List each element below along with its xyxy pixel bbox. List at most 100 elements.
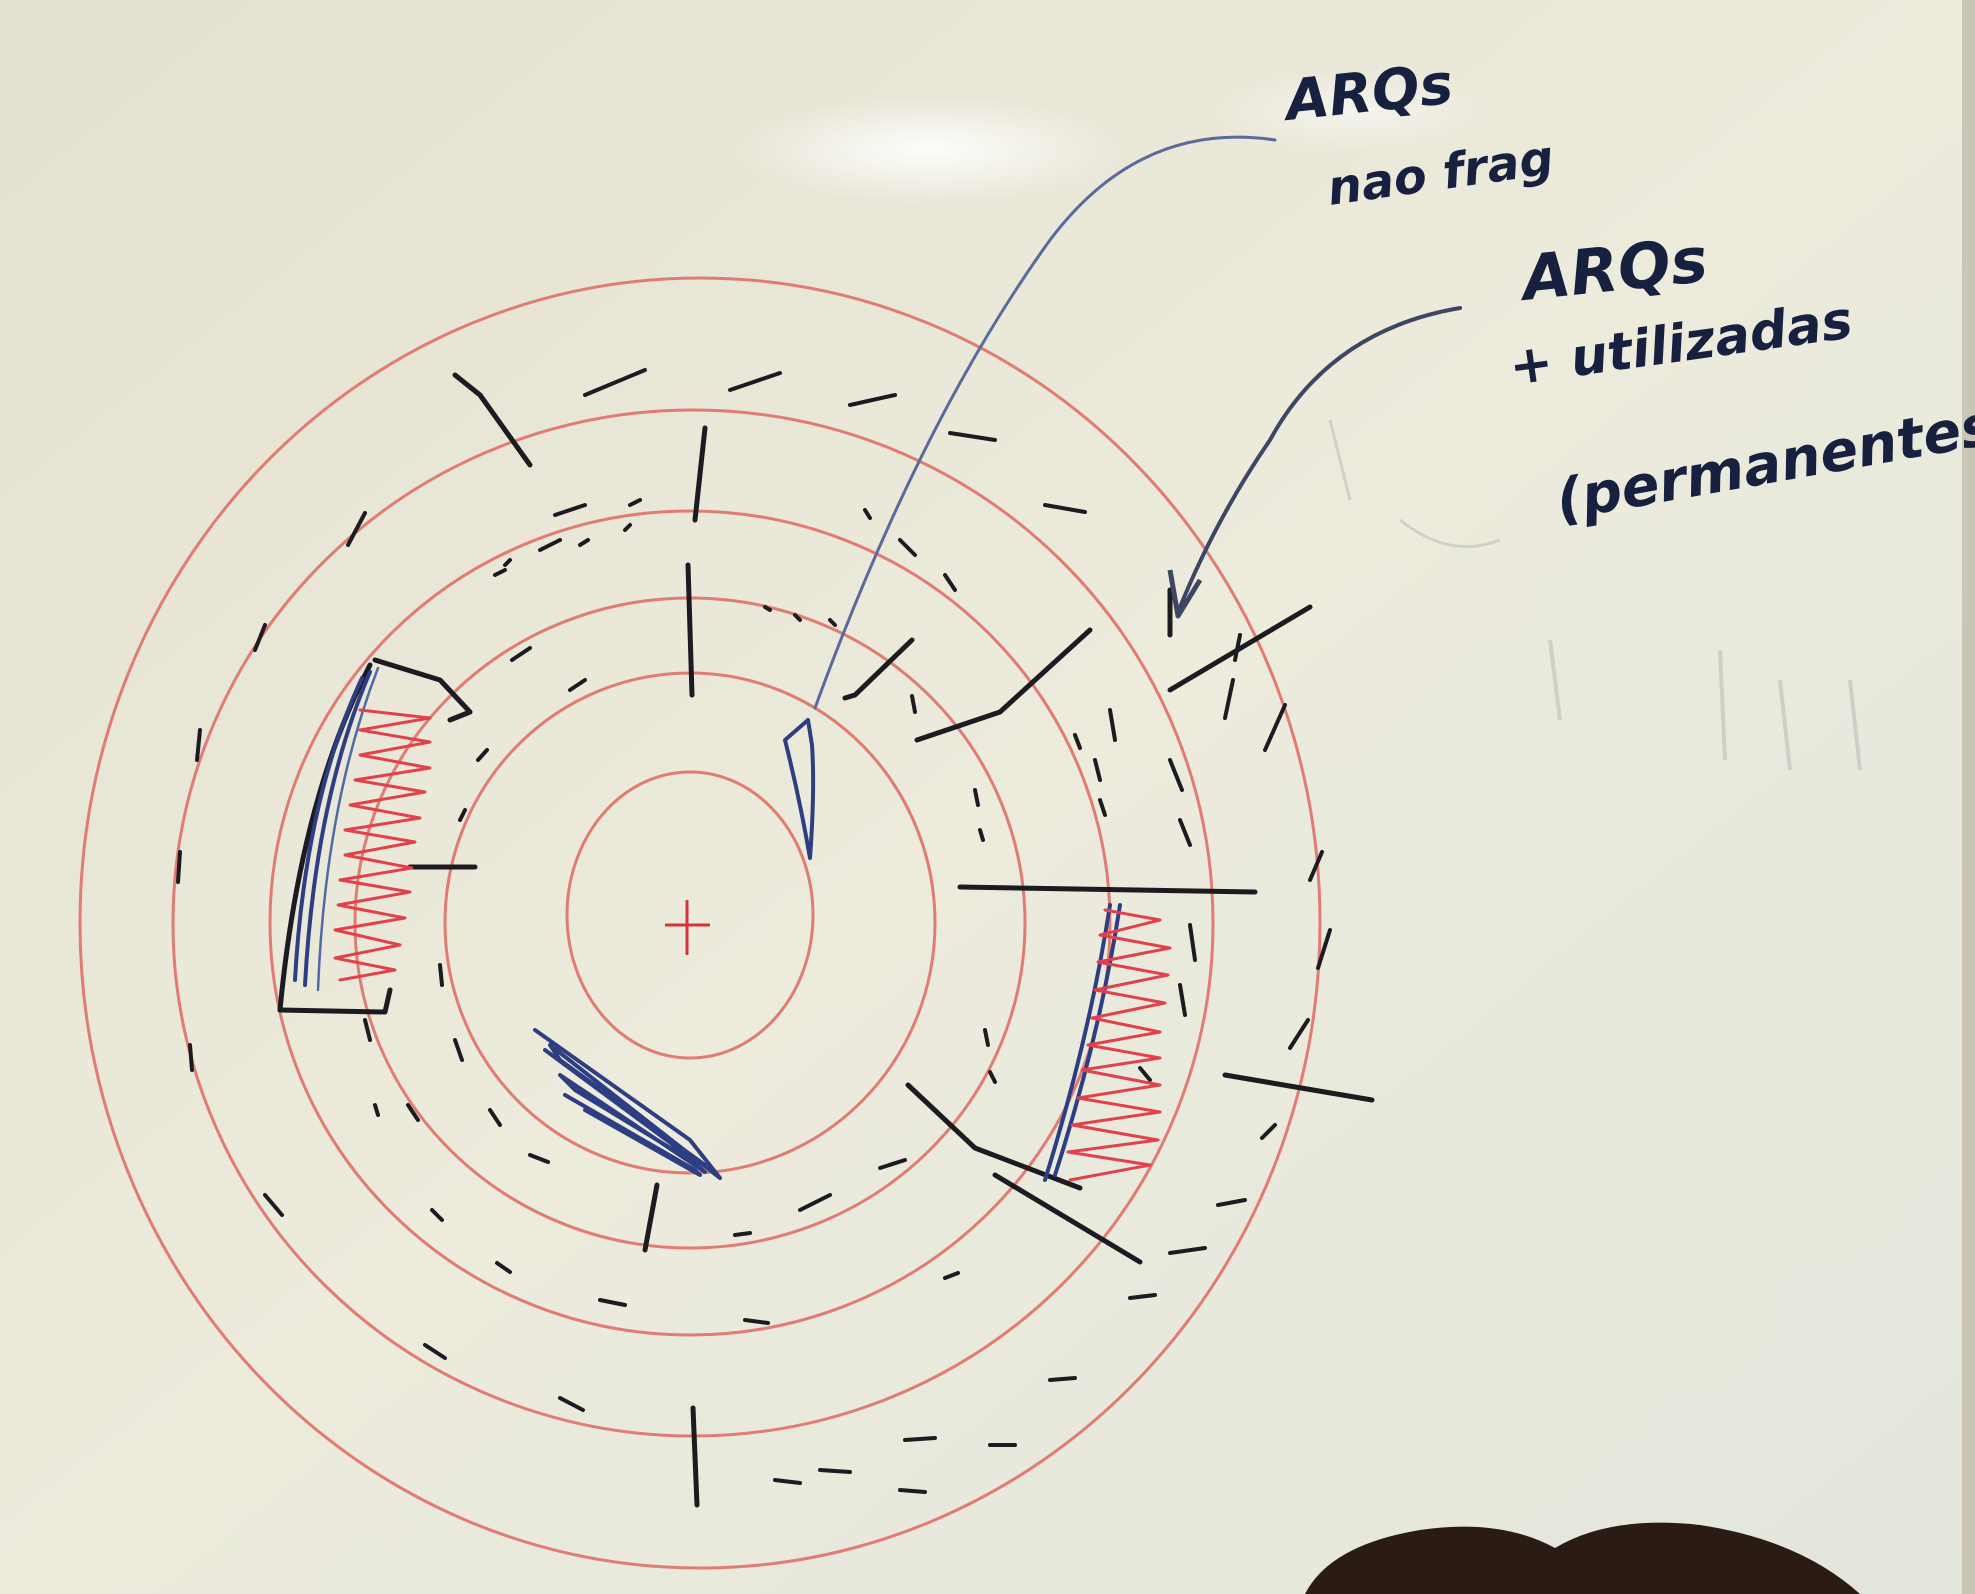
red-zigzag [333,708,432,982]
spindle-center-mark [665,900,710,955]
data-block [988,1070,997,1084]
data-block [903,1436,937,1442]
data-block [583,368,647,397]
data-block [763,605,772,612]
data-block [623,523,632,532]
region-border [277,987,393,1015]
data-block [973,788,980,807]
data-block [538,538,562,552]
teardrop-shape [783,718,816,860]
blue-arc [316,666,380,992]
data-block [1168,1246,1207,1255]
light-glare [730,95,1130,205]
blue-arc [1043,903,1112,1182]
data-block [743,1318,770,1325]
data-block [1178,983,1187,1017]
data-block [1168,758,1184,792]
data-block [488,1108,502,1127]
data-block [793,613,802,622]
data-block [1043,503,1087,514]
red-zigzag [1066,908,1172,1182]
disk-tracks [78,276,1322,1570]
data-block [1260,1123,1277,1140]
light-glare-2 [1210,70,1490,150]
data-block [453,1038,464,1062]
data-block [1073,733,1082,750]
sector-line [842,637,915,701]
data-block [423,1343,447,1360]
data-block [773,1478,802,1485]
data-block [476,748,489,762]
blue-hatch [563,1093,702,1177]
data-block [943,1271,960,1280]
data-block [898,538,917,557]
data-block [848,393,897,407]
data-block [495,1261,512,1274]
arrow-most-used [1167,306,1462,619]
data-block [1188,923,1197,962]
data-block [943,573,957,592]
data-block [1138,1066,1152,1082]
data-block [578,538,590,547]
data-block [948,431,997,442]
erased-marks [1328,419,1862,771]
arrow-head [1167,569,1203,619]
data-block [878,1158,907,1170]
data-block [828,618,837,627]
data-block [430,1208,444,1222]
data-block [493,568,507,577]
data-block [438,963,444,987]
data-block [910,694,917,714]
data-block [528,1153,550,1164]
data-block [978,828,985,842]
data-block [733,1231,752,1237]
data-block [1178,818,1192,847]
data-block [1288,1018,1310,1050]
fragmented-block-left [277,657,473,1015]
data-block [188,1043,194,1072]
arrow-non-fragmented [813,135,1277,710]
track-ring-1 [78,276,1322,1570]
sector-line [692,425,708,523]
board-frame-edge [1962,0,1975,1594]
sector-line [1222,1072,1375,1103]
blue-arc [303,670,372,987]
data-block [406,1103,420,1122]
sector-line [957,884,1258,895]
blue-hatch-inner [533,1028,722,1180]
blue-teardrop [783,718,816,860]
data-block [1308,850,1324,882]
data-block [863,508,872,520]
sector-line [690,1405,700,1508]
data-block [363,1018,372,1042]
data-block [898,1488,927,1494]
foreground-silhouette [1305,1522,1860,1594]
sector-line [992,1172,1143,1265]
data-block [253,623,267,652]
data-block [1128,1293,1157,1300]
data-block [510,646,532,662]
fragmented-block-right [1043,903,1172,1182]
blue-hatch [543,1048,707,1174]
data-block [983,1028,990,1047]
data-block [728,371,782,392]
data-block [1316,928,1332,970]
data-block [503,558,512,567]
data-block [798,1193,832,1212]
data-block [1108,708,1117,742]
sector-line [1167,604,1313,693]
blue-arc [293,676,364,982]
data-block [818,1468,852,1474]
sector-line [914,627,1093,743]
data-block [1223,678,1235,720]
sector-line [452,372,533,468]
data-block [553,503,587,517]
data-block [176,850,182,884]
data-block [568,678,587,692]
track-ring-6 [565,770,815,1060]
data-block [1048,1376,1077,1382]
data-blocks [176,368,1332,1494]
sector-line [685,562,695,698]
data-block [346,511,367,547]
data-block [263,1193,284,1217]
